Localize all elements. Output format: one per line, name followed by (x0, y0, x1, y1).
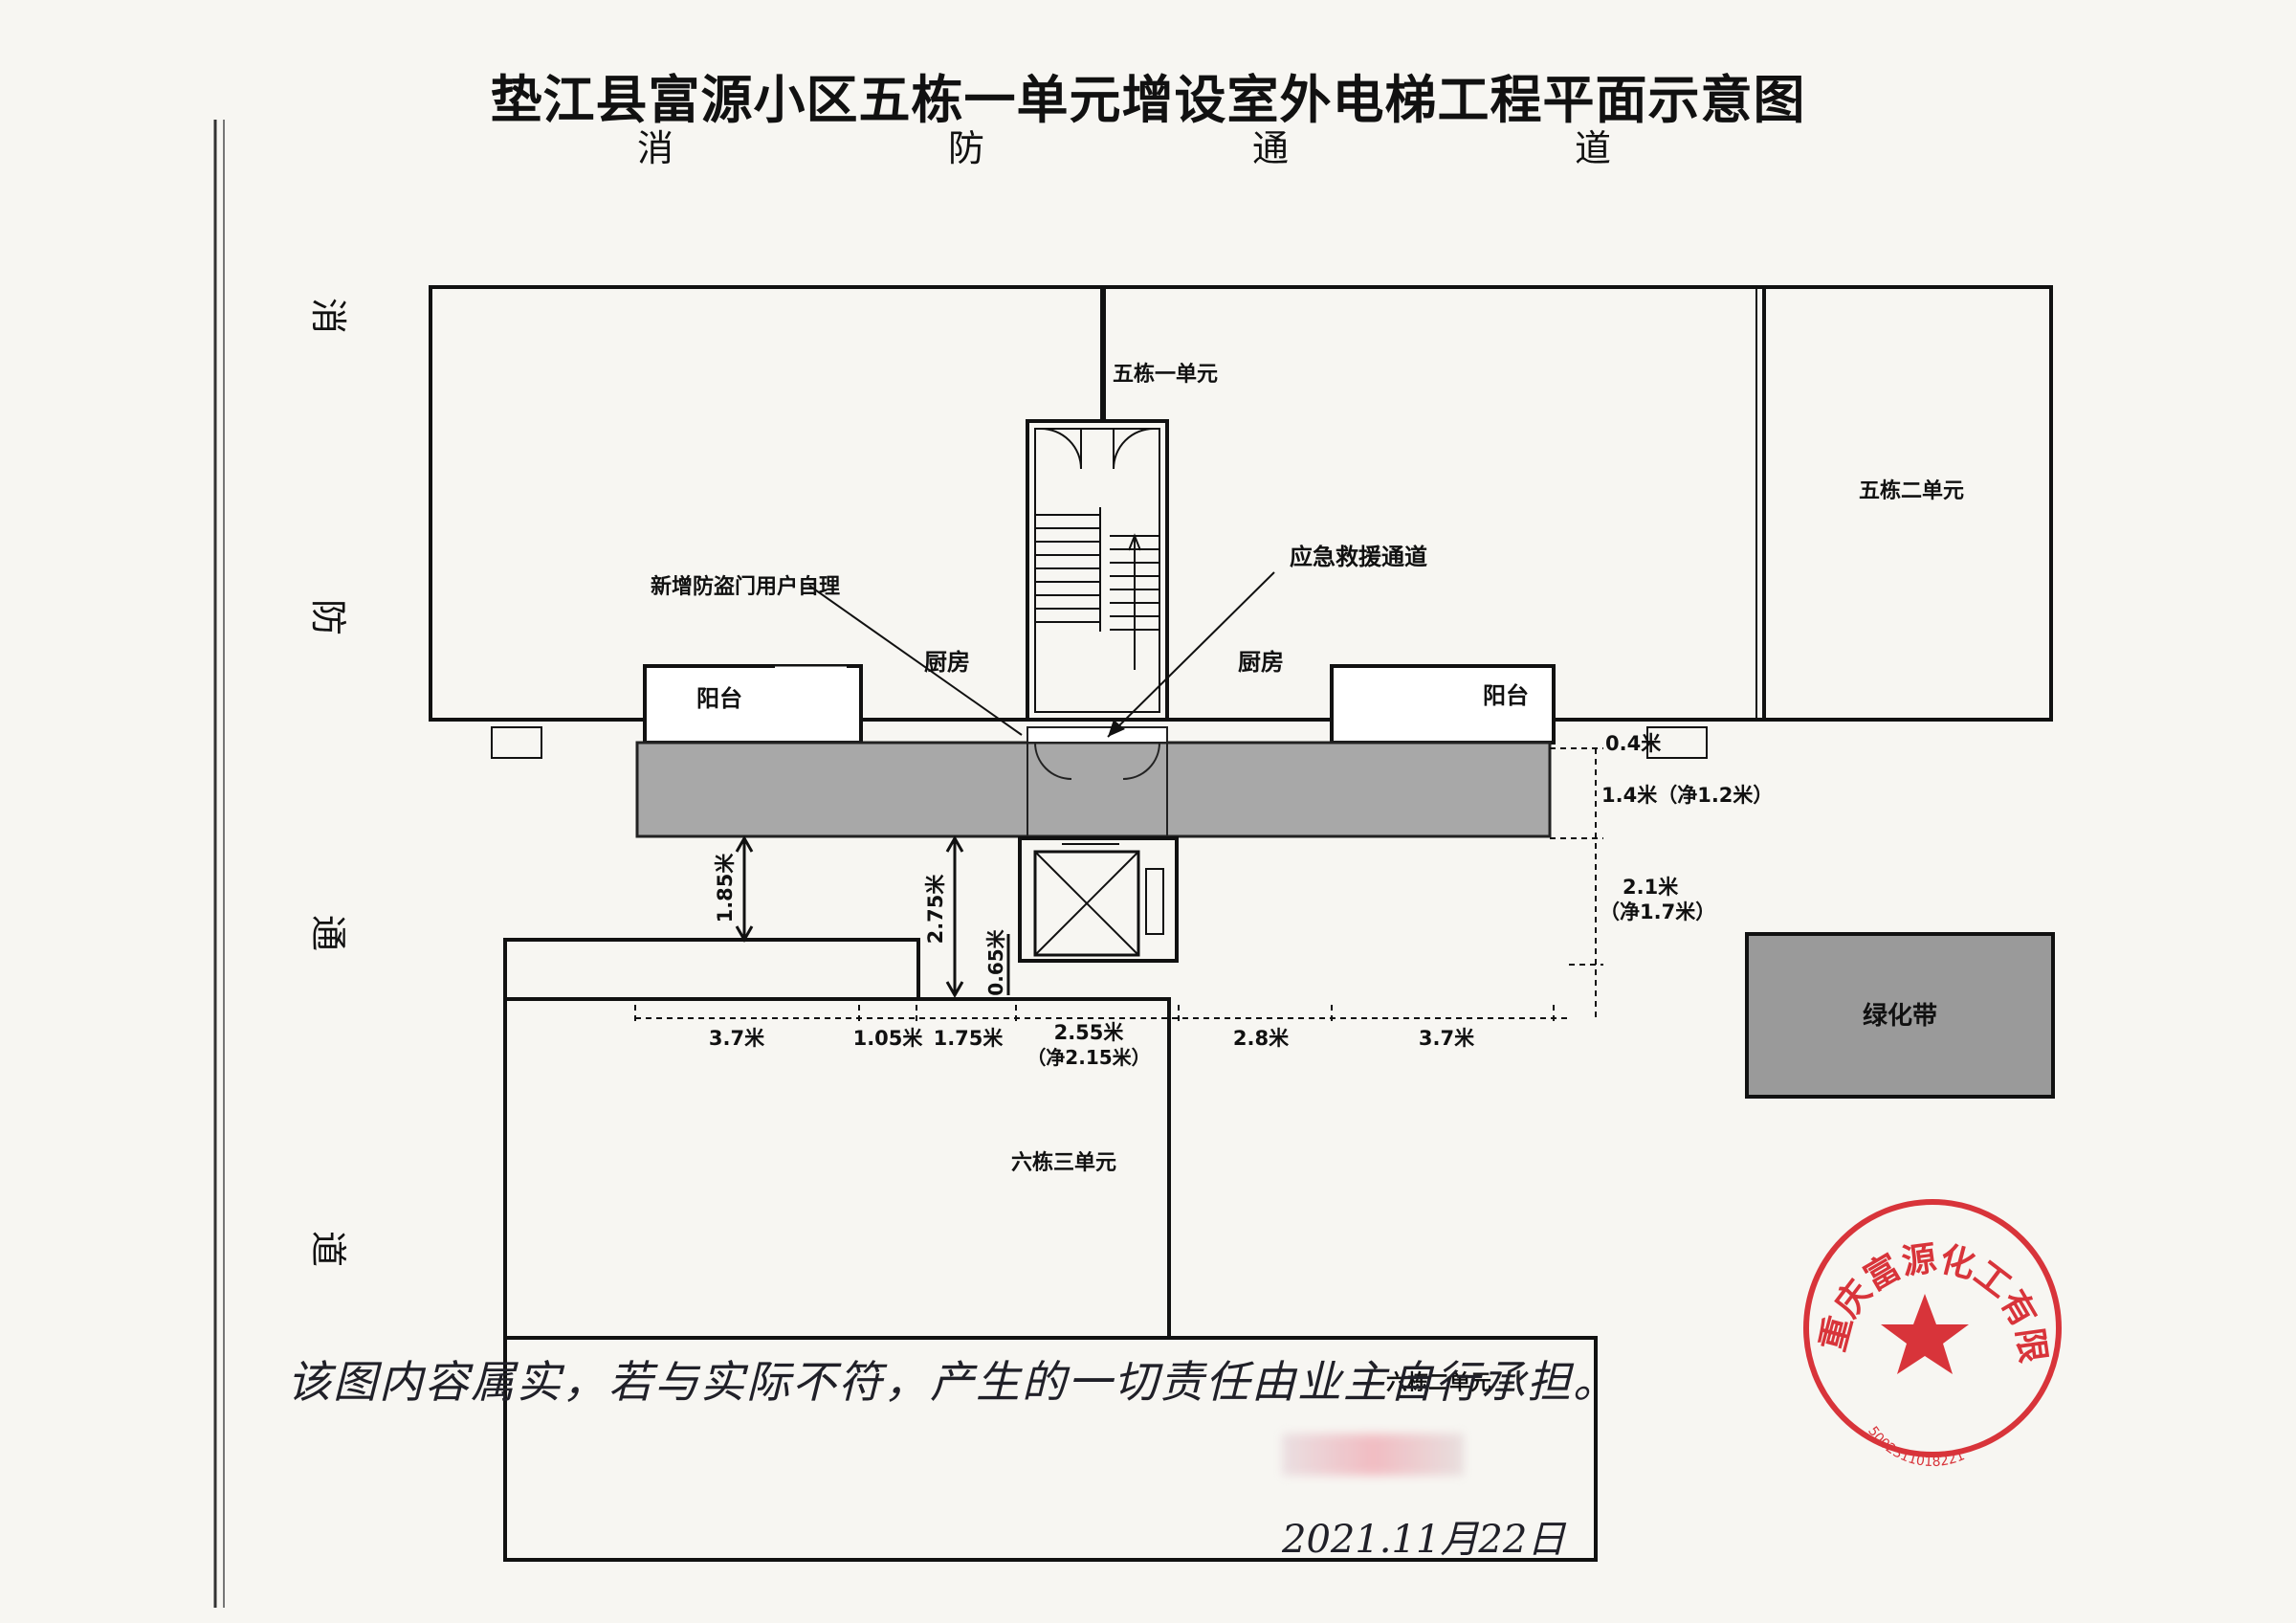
building-6 (503, 938, 1598, 1562)
fire-lane-left-char: 消 (307, 298, 349, 334)
fire-lane-top-char: 防 (948, 127, 984, 169)
green-belt (1745, 932, 2055, 1099)
dim-04: 0.4米 (1605, 732, 1662, 755)
seal-number: 5002311018221 (1865, 1424, 1967, 1470)
elevator-shaft (1018, 836, 1179, 963)
dim-255-net: （净2.15米） (1027, 1046, 1150, 1069)
small-box (491, 726, 542, 759)
label-kitchen-right: 厨房 (1238, 649, 1284, 676)
dim-28: 2.8米 (1233, 1027, 1290, 1050)
fire-lane-left: 消 防 通 道 (307, 298, 349, 1267)
fire-lane-top-char: 消 (637, 127, 673, 169)
fire-lane-top: 消 防 通 道 (637, 127, 1611, 169)
dim-right (1550, 747, 1603, 1018)
handwritten-date: 2021.11月22日 (1282, 1518, 1566, 1562)
handwritten-note: 该图内容属实，若与实际不符，产生的一切责任由业主自行承担。 (287, 1356, 1619, 1408)
dim-horizontal (634, 1005, 1569, 1024)
callout-rescue (1107, 571, 1275, 738)
stairwell (1026, 419, 1169, 722)
label-b5u2: 五栋二单元 (1859, 478, 1964, 503)
dim-275: 2.75米 (924, 874, 947, 945)
balcony-right (1330, 664, 1556, 745)
fire-lane-top-char: 道 (1575, 127, 1611, 169)
balcony-left (643, 664, 863, 745)
dim-37-right: 3.7米 (1419, 1027, 1475, 1050)
label-rescue: 应急救援通道 (1290, 544, 1427, 570)
small-box (1646, 726, 1708, 759)
dim-065: 0.65米 (984, 928, 1007, 995)
dim-185: 1.85米 (714, 853, 737, 923)
dim-37-left: 3.7米 (709, 1027, 765, 1050)
label-b6u3: 六栋三单元 (1011, 1150, 1116, 1175)
dim-105: 1.05米 (853, 1027, 924, 1050)
fire-lane-left-char: 通 (307, 915, 349, 951)
label-new-door: 新增防盗门用户自理 (651, 574, 840, 599)
dim-21: 2.1米 (1623, 876, 1679, 899)
callout-new-door (808, 585, 1023, 736)
fire-lane-top-char: 通 (1252, 127, 1289, 169)
page-title: 垫江县富源小区五栋一单元增设室外电梯工程平面示意图 (490, 70, 1806, 130)
dim-255: 2.55米 (1054, 1021, 1125, 1044)
label-balcony-right: 阳台 (1483, 682, 1529, 709)
label-b6u2: 六栋二单元 (1386, 1370, 1491, 1395)
label-b5u1: 五栋一单元 (1113, 362, 1218, 387)
walkway (635, 726, 1552, 838)
seal-star-icon (1881, 1294, 1969, 1374)
fire-lane-left-char: 防 (307, 599, 349, 635)
dim-175: 1.75米 (934, 1027, 1004, 1050)
fire-lane-left-char: 道 (307, 1231, 349, 1267)
dim-21-net: （净1.7米） (1600, 900, 1715, 923)
dim-14: 1.4米（净1.2米） (1601, 784, 1773, 807)
dim-vertical-left (735, 834, 1010, 999)
label-balcony-left: 阳台 (696, 685, 742, 712)
seal-ring (1803, 1199, 2062, 1457)
label-green-belt: 绿化带 (1863, 1002, 1937, 1031)
redacted-signature (1282, 1434, 1464, 1476)
